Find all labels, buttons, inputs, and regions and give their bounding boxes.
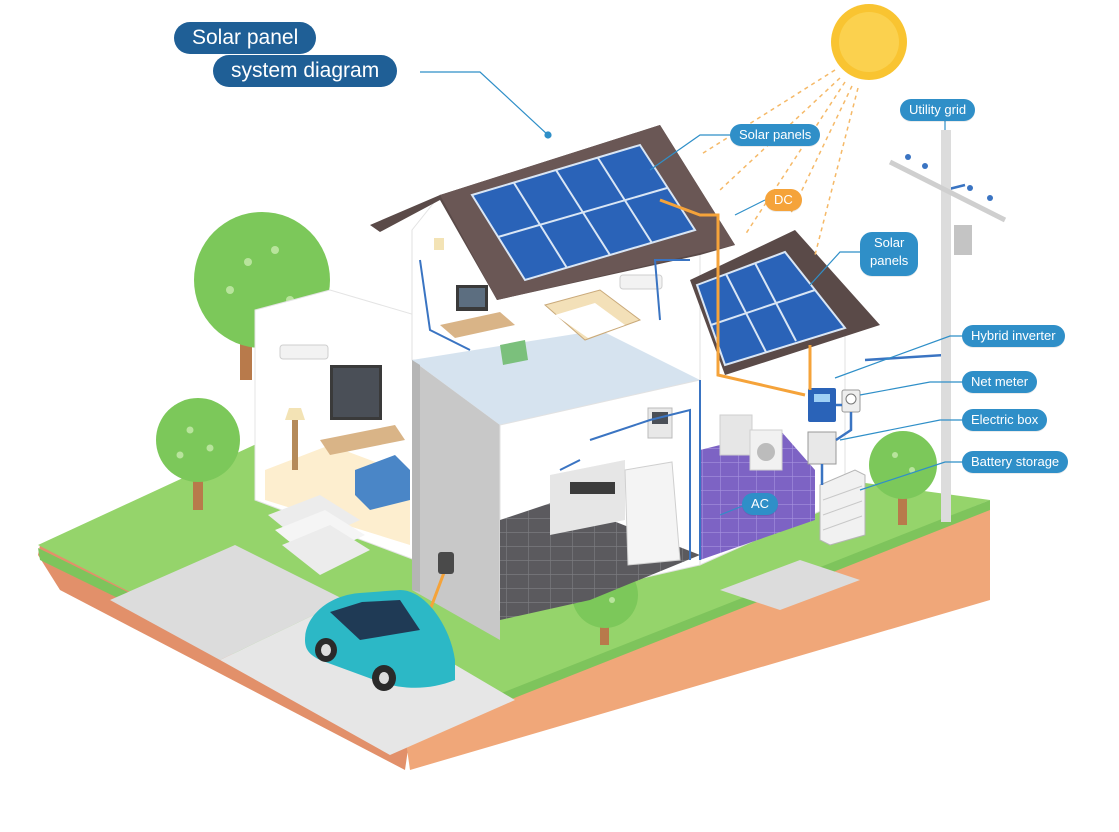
leader-lines [420, 71, 966, 516]
label-utility-grid: Utility grid [900, 99, 976, 121]
label-solar-panels-right: Solar panels [860, 232, 919, 276]
ev-charger [438, 552, 454, 574]
solar-panel-icon [695, 250, 847, 367]
car-icon [305, 590, 455, 691]
diagram-title-line2: system diagram [213, 55, 398, 87]
tree-icon [156, 398, 240, 510]
inverter-icon [808, 388, 836, 422]
label-solar-panels-right-line2: panels [870, 253, 909, 268]
sun-icon [831, 4, 907, 80]
label-net-meter: Net meter [962, 371, 1038, 393]
solar-panel-icon [470, 143, 697, 282]
living-room [254, 289, 416, 561]
label-hybrid-inverter: Hybrid inverter [962, 325, 1065, 347]
utility-pole-icon [888, 130, 1007, 522]
electric-box [807, 431, 837, 465]
label-battery-storage: Battery storage [962, 451, 1069, 473]
diagram-title-line1: Solar panel [174, 22, 317, 54]
driveway [110, 545, 860, 755]
label-dc: DC [765, 189, 802, 211]
label-ac: AC [742, 493, 779, 515]
meter-icon [841, 389, 861, 413]
battery-icon [819, 469, 866, 546]
label-electric-box: Electric box [962, 409, 1048, 431]
label-solar-panels-right-line1: Solar [873, 235, 905, 250]
wiring [418, 183, 966, 631]
label-solar-panels-main: Solar panels [730, 124, 821, 146]
steps [268, 495, 370, 575]
